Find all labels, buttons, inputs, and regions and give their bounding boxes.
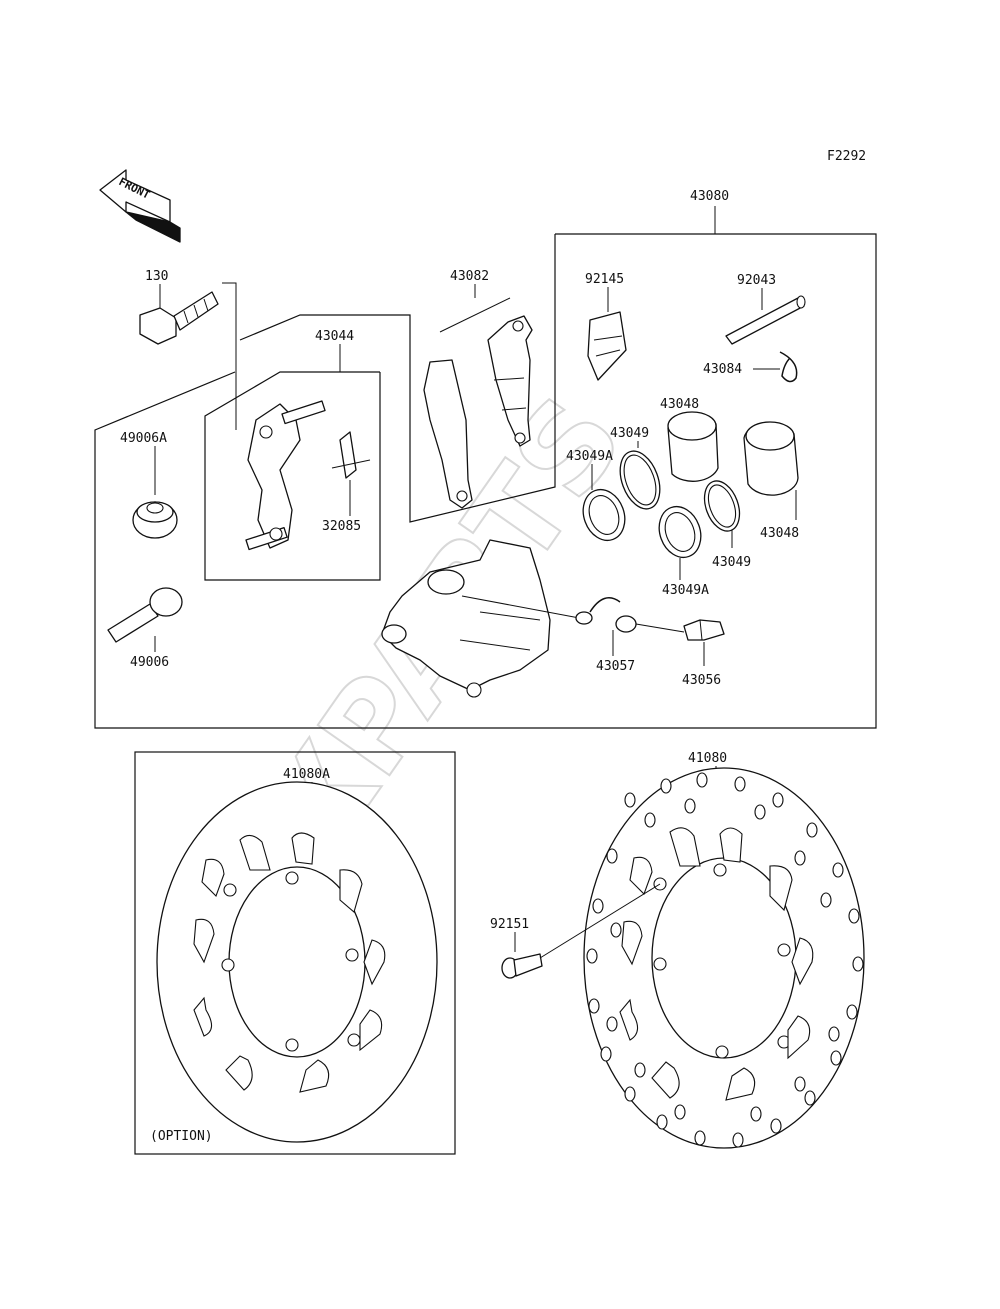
part-label-43048-top: 43048 — [660, 397, 699, 412]
caliper-body — [381, 539, 551, 698]
piston-43048-lower — [743, 421, 799, 496]
part-label-43048-right: 43048 — [760, 526, 799, 541]
caliper-assembly-box — [94, 233, 877, 729]
hose-fitting-43057 — [575, 597, 637, 633]
disc-perimeter-holes — [586, 772, 864, 1148]
part-label-49006: 49006 — [130, 655, 169, 670]
figure-code: F2292 — [827, 149, 866, 164]
part-label-41080A: 41080A — [283, 767, 330, 782]
part-label-43056: 43056 — [682, 673, 721, 688]
r-clip-43084 — [779, 351, 798, 383]
disc-bolt-92151 — [501, 953, 543, 979]
bracket-box — [204, 371, 381, 581]
option-disc-box — [134, 751, 456, 1155]
part-label-92151: 92151 — [490, 917, 529, 932]
part-label-43057: 43057 — [596, 659, 635, 674]
piston-43048-upper — [667, 411, 719, 482]
part-label-43082: 43082 — [450, 269, 489, 284]
pad-pin-92043 — [725, 295, 806, 345]
part-label-43084: 43084 — [703, 362, 742, 377]
part-label-43049A-lower: 43049A — [662, 583, 709, 598]
front-arrow-icon: FRONT — [99, 169, 181, 243]
bleeder-valve-43056 — [683, 619, 725, 641]
pad-spring-92145 — [587, 311, 627, 381]
option-note: (OPTION) — [150, 1129, 213, 1144]
brake-disc-41080 — [583, 767, 865, 1149]
bolt-130 — [139, 291, 219, 345]
brake-pad-front — [423, 359, 473, 509]
part-label-49006A: 49006A — [120, 431, 167, 446]
part-label-92145: 92145 — [585, 272, 624, 287]
sleeve-49006 — [107, 587, 183, 643]
part-label-43049A-top: 43049A — [566, 449, 613, 464]
part-label-92043: 92043 — [737, 273, 776, 288]
brake-pad-rear — [487, 315, 533, 447]
part-label-43044: 43044 — [315, 329, 354, 344]
spring-32085 — [331, 431, 371, 479]
brake-disc-41080A — [156, 781, 438, 1143]
part-label-130: 130 — [145, 269, 168, 284]
dust-boot-49006A — [132, 501, 178, 539]
part-label-32085: 32085 — [322, 519, 361, 534]
caliper-bracket-43044 — [245, 400, 326, 551]
part-label-43049-lower: 43049 — [712, 555, 751, 570]
part-label-43049-top: 43049 — [610, 426, 649, 441]
part-label-43080: 43080 — [690, 189, 729, 204]
part-label-41080: 41080 — [688, 751, 727, 766]
